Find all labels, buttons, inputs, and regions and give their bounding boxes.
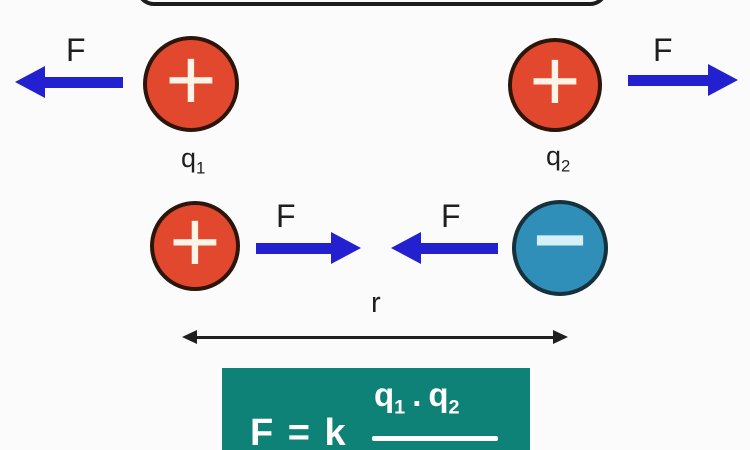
distance-label: r <box>371 287 381 319</box>
numerator-q1: q <box>374 376 395 413</box>
q1-base: q <box>181 143 197 173</box>
title-box <box>136 0 608 6</box>
q1-subscript: 1 <box>196 158 206 178</box>
force-label-top-left: F <box>66 32 86 68</box>
arrow-shaft <box>628 74 708 86</box>
force-label-top-right: F <box>653 32 673 68</box>
numerator-q2-sub: 2 <box>448 396 460 419</box>
numerator-q1-sub: 1 <box>394 396 406 419</box>
plus-sign-icon: + <box>529 31 581 130</box>
positive-charge-top-right: + <box>508 31 602 132</box>
force-arrow-toward-left-icon <box>391 232 498 264</box>
force-arrow-left-icon <box>15 66 123 98</box>
force-label-middle-right: F <box>441 198 461 234</box>
arrowhead-icon <box>331 232 361 264</box>
distance-double-arrow-icon <box>182 330 568 344</box>
charge-label-q1: q1 <box>181 145 205 177</box>
coulomb-formula-box: F = k q1.q2 <box>222 368 530 450</box>
negative-charge-middle: − <box>512 194 608 296</box>
q2-base: q <box>546 141 562 171</box>
force-label-middle-left: F <box>276 198 296 234</box>
arrow-line <box>197 335 553 339</box>
positive-charge-middle: + <box>150 192 240 291</box>
arrowhead-icon <box>708 64 738 96</box>
arrow-shaft <box>421 242 498 254</box>
positive-charge-top-left: + <box>143 36 239 132</box>
plus-sign-icon: + <box>169 192 221 291</box>
multiplication-dot: . <box>412 376 422 413</box>
fraction-line <box>372 436 498 441</box>
q2-subscript: 2 <box>561 156 571 176</box>
charge-label-q2: q2 <box>546 143 570 175</box>
minus-sign-icon: − <box>533 189 587 291</box>
plus-sign-icon: + <box>165 30 217 129</box>
arrowhead-icon <box>182 330 197 344</box>
force-arrow-toward-right-icon <box>256 232 361 264</box>
arrow-shaft <box>45 76 123 88</box>
arrow-shaft <box>256 242 331 254</box>
numerator-q2: q <box>428 376 449 413</box>
formula-lhs: F = k <box>250 412 348 450</box>
arrowhead-icon <box>391 232 421 264</box>
formula-numerator: q1.q2 <box>374 378 460 418</box>
arrowhead-icon <box>15 66 45 98</box>
force-arrow-right-icon <box>628 64 738 96</box>
arrowhead-icon <box>553 330 568 344</box>
